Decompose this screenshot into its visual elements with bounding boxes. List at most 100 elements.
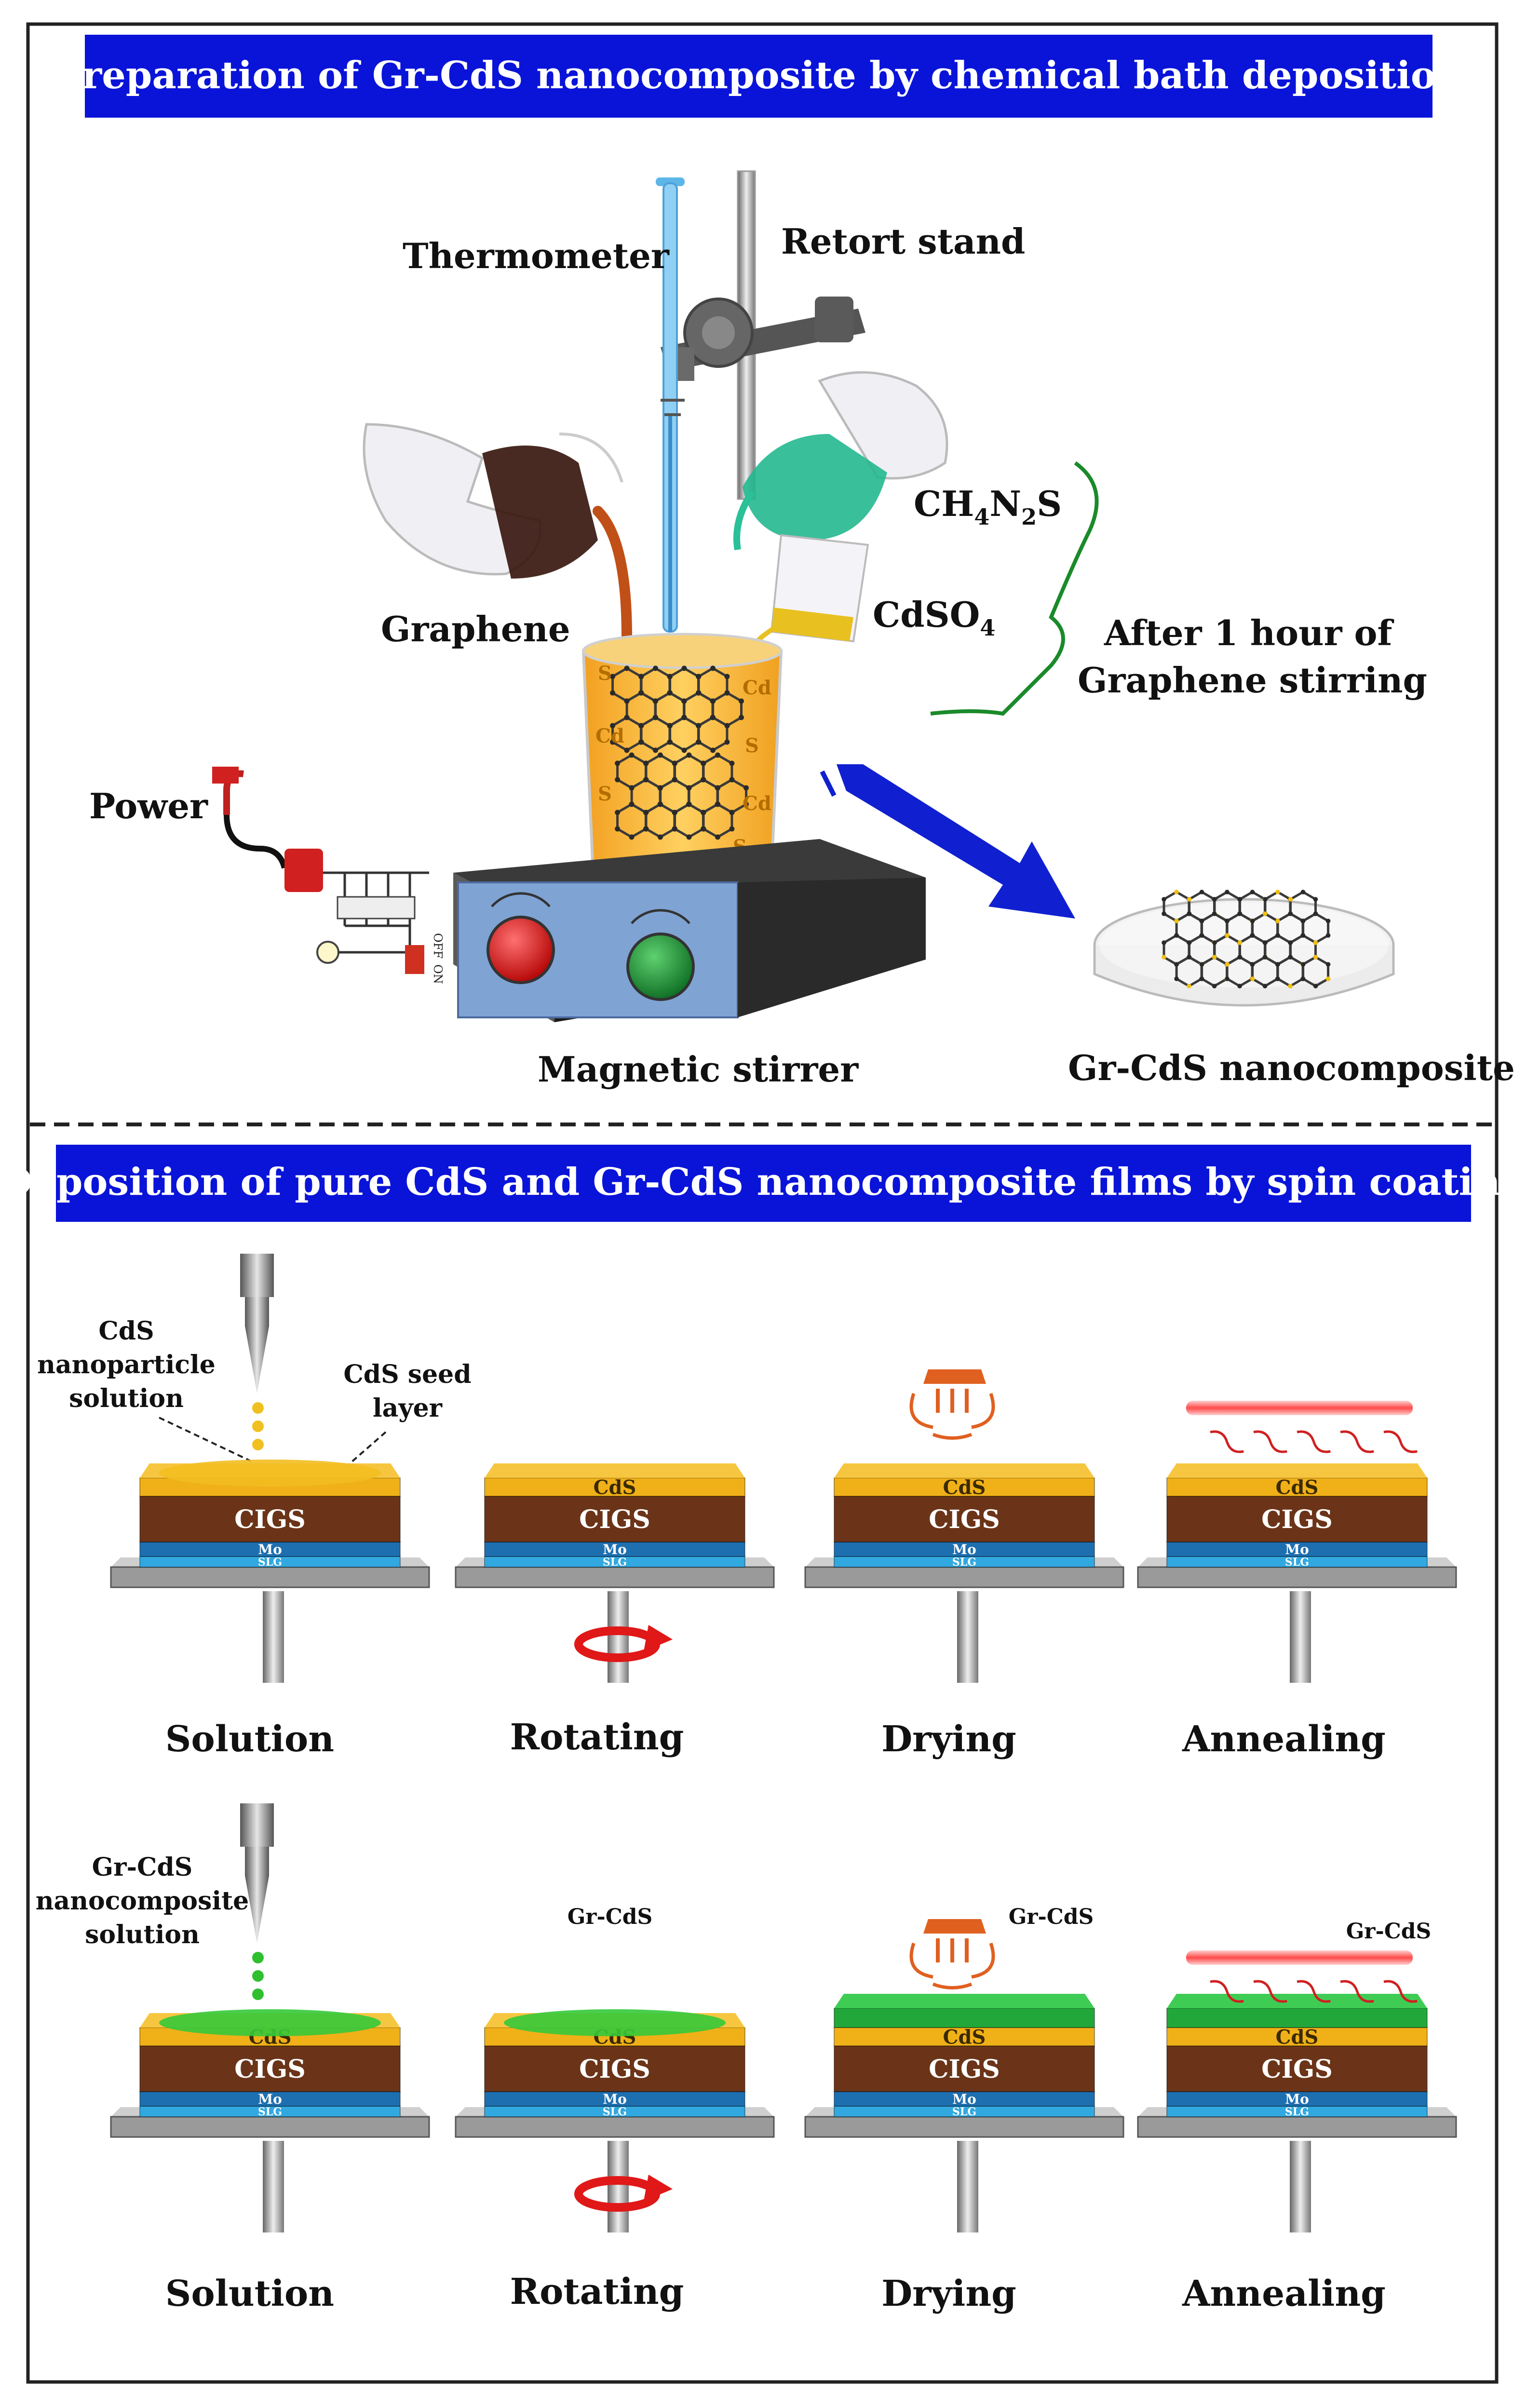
svg-text:Gr-CdS: Gr-CdS	[1346, 1919, 1432, 1944]
svg-text:CdS: CdS	[1276, 2026, 1319, 2048]
row1-step-labels: Solution Rotating Drying Annealing	[165, 1717, 1386, 1760]
graphene-sheets	[610, 665, 749, 840]
row2-step-solution: Solution	[165, 2273, 334, 2314]
svg-text:Mo: Mo	[1285, 1542, 1309, 1557]
svg-text:Mo: Mo	[603, 2091, 627, 2107]
label-thermometer: Thermometer	[403, 235, 670, 276]
label-power: Power	[89, 785, 208, 826]
row1-solution-callout: CdS nanoparticle solution	[37, 1316, 216, 1413]
svg-text:CdS: CdS	[943, 2026, 986, 2048]
svg-text:CIGS: CIGS	[929, 1505, 1000, 1534]
row1-step-drying: Drying	[881, 1718, 1016, 1760]
svg-text:ON: ON	[431, 964, 445, 984]
graphene-hand	[363, 423, 632, 642]
svg-text:CIGS: CIGS	[234, 1505, 306, 1534]
spin-coating-devices: SLGMoCIGSSLGMoCIGSCdSSLGMoCIGSCdSSLGMoCI…	[110, 1254, 1457, 2232]
svg-text:SLG: SLG	[952, 1556, 976, 1569]
power-circuit: OFF ON	[212, 767, 445, 984]
label-nanocomposite: Gr-CdS nanocomposite	[1068, 1047, 1515, 1088]
bottom-banner-title: Deposition of pure CdS and Gr-CdS nanoco…	[0, 1160, 1527, 1204]
svg-text:SLG: SLG	[603, 1556, 627, 1569]
top-banner	[85, 35, 1432, 118]
svg-text:Mo: Mo	[1285, 2091, 1309, 2107]
svg-text:SLG: SLG	[1285, 1556, 1309, 1569]
label-graphene: Graphene	[381, 609, 570, 649]
svg-text:CdS: CdS	[1276, 1476, 1319, 1499]
svg-text:SLG: SLG	[258, 1556, 282, 1569]
label-magnetic-stirrer: Magnetic stirrer	[538, 1049, 859, 1090]
thiourea-hand	[733, 371, 948, 551]
svg-text:Gr-CdS: Gr-CdS	[1009, 1905, 1094, 1929]
label-after-1: After 1 hour of	[1104, 612, 1394, 653]
svg-text:CdS: CdS	[594, 1476, 636, 1499]
svg-text:S: S	[598, 662, 612, 685]
petri-dish	[1093, 890, 1395, 1007]
svg-text:Mo: Mo	[258, 1542, 282, 1557]
label-retort-stand: Retort stand	[781, 221, 1025, 262]
row2-solution-callout: Gr-CdS nanocomposite solution	[36, 1853, 249, 1949]
svg-text:CIGS: CIGS	[929, 2055, 1000, 2084]
svg-text:Cd: Cd	[743, 676, 771, 699]
green-knob	[626, 933, 695, 1001]
svg-text:Mo: Mo	[952, 2091, 976, 2107]
label-after-2: Graphene stirring	[1078, 660, 1427, 701]
outer-border	[26, 22, 1499, 2384]
label-thiourea: CH4N2S	[914, 483, 1062, 530]
row2-step-rotating: Rotating	[510, 2271, 684, 2313]
ion-labels: S Cd S Cd S Cd S	[595, 662, 771, 858]
row1-step-annealing: Annealing	[1182, 1718, 1386, 1760]
svg-text:CIGS: CIGS	[579, 2055, 650, 2084]
svg-text:CdS: CdS	[98, 1316, 154, 1346]
svg-text:CdS seed: CdS seed	[343, 1360, 471, 1389]
row2-step-labels: Solution Rotating Drying Annealing	[165, 2271, 1386, 2314]
callout-line-1	[159, 1417, 251, 1462]
svg-text:Cd: Cd	[743, 792, 771, 815]
svg-text:solution: solution	[69, 1384, 184, 1413]
row2-step-annealing: Annealing	[1182, 2273, 1386, 2314]
blue-arrow	[820, 764, 1075, 919]
svg-text:S: S	[598, 783, 612, 805]
brace	[930, 461, 1099, 716]
svg-text:CIGS: CIGS	[1261, 1505, 1333, 1534]
svg-text:SLG: SLG	[258, 2106, 282, 2118]
row1-step-rotating: Rotating	[510, 1717, 684, 1758]
svg-text:SLG: SLG	[603, 2106, 627, 2118]
main-beaker: S Cd S Cd S Cd S	[581, 633, 783, 886]
svg-text:nanoparticle: nanoparticle	[37, 1350, 216, 1380]
bottom-banner	[56, 1145, 1471, 1222]
svg-text:Mo: Mo	[603, 1542, 627, 1557]
svg-text:layer: layer	[373, 1393, 443, 1423]
svg-text:OFF: OFF	[431, 933, 445, 959]
svg-text:Mo: Mo	[952, 1542, 976, 1557]
cdso4-beaker	[740, 534, 869, 662]
label-cdso4: CdSO4	[873, 594, 995, 641]
grcds-sheets	[1162, 890, 1331, 988]
top-banner-title: Preparation of Gr-CdS nanocomposite by c…	[54, 54, 1463, 97]
svg-text:Gr-CdS: Gr-CdS	[92, 1853, 193, 1882]
thermometer	[656, 177, 685, 633]
retort-stand	[661, 170, 865, 500]
svg-text:solution: solution	[85, 1920, 200, 1949]
svg-text:CIGS: CIGS	[1261, 2055, 1333, 2084]
row2-step-drying: Drying	[881, 2273, 1016, 2314]
svg-text:CIGS: CIGS	[234, 2055, 306, 2084]
row1-seed-callout: CdS seed layer	[343, 1360, 471, 1423]
svg-text:S: S	[745, 734, 759, 757]
svg-text:CdS: CdS	[943, 1476, 986, 1499]
svg-text:Cd: Cd	[595, 725, 624, 747]
svg-text:CIGS: CIGS	[579, 1505, 650, 1534]
svg-text:Mo: Mo	[258, 2091, 282, 2107]
callout-line-2	[346, 1431, 387, 1467]
svg-text:nanocomposite: nanocomposite	[36, 1886, 249, 1916]
svg-text:SLG: SLG	[1285, 2106, 1309, 2118]
svg-text:Gr-CdS: Gr-CdS	[568, 1905, 653, 1929]
